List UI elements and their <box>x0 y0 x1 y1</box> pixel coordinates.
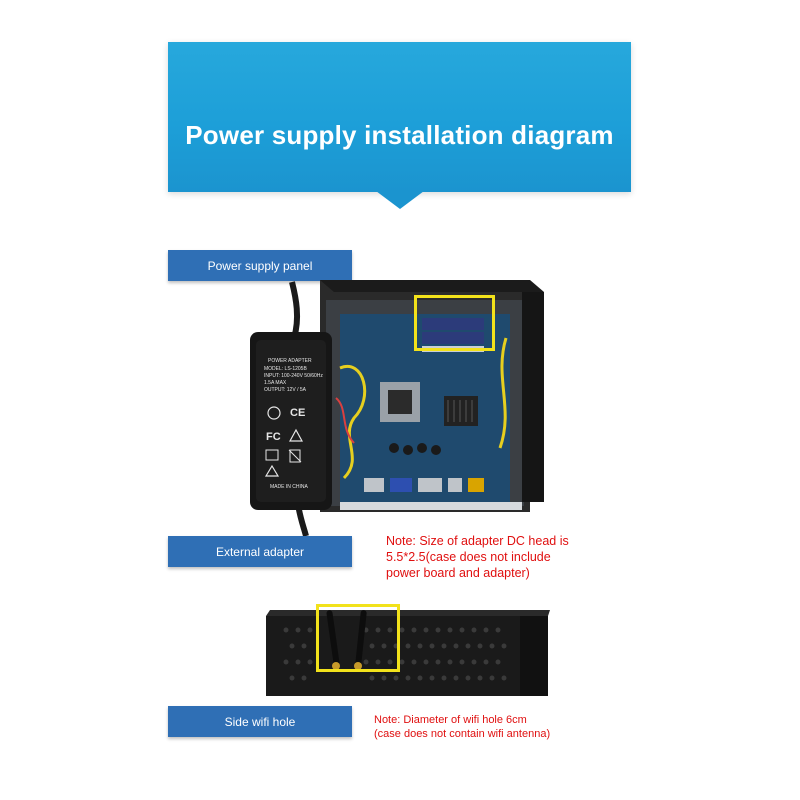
banner-pointer <box>376 191 424 209</box>
adapter-made-in: MADE IN CHINA <box>270 484 308 490</box>
recycle-icon <box>267 406 281 420</box>
adapter-label-line-5: OUTPUT: 12V / 5A <box>264 387 307 393</box>
power-panel-highlight-box <box>414 295 495 351</box>
bin-icon <box>289 449 301 463</box>
warning-icon <box>288 428 304 442</box>
banner-title: Power supply installation diagram <box>185 120 614 150</box>
side-wifi-hole-label: Side wifi hole <box>168 706 352 737</box>
pc-case-with-adapter-photo: POWER ADAPTER MODEL: LS-1205B INPUT: 100… <box>250 280 544 536</box>
title-banner: Power supply installation diagram <box>168 42 631 192</box>
case-side-wifi-photo <box>266 610 550 696</box>
fc-mark: FC <box>266 431 281 443</box>
ce-mark: CE <box>290 407 305 419</box>
side-wifi-hole-text: Side wifi hole <box>224 714 296 729</box>
adapter-label-line-1: POWER ADAPTER <box>268 358 312 364</box>
wifi-hole-highlight-box <box>316 604 400 672</box>
adapter-label-line-4: 1.5A MAX <box>264 380 287 386</box>
power-supply-panel-label: Power supply panel <box>168 250 352 281</box>
power-supply-panel-text: Power supply panel <box>207 258 313 273</box>
adapter-label-line-3: INPUT: 100-240V 50/60Hz <box>264 373 323 379</box>
house-icon <box>265 449 279 461</box>
wifi-note: Note: Diameter of wifi hole 6cm (case do… <box>374 714 551 740</box>
external-adapter-label: External adapter <box>168 536 352 567</box>
external-adapter-text: External adapter <box>215 544 305 559</box>
adapter-label-line-2: MODEL: LS-1205B <box>264 366 307 372</box>
adapter-note: Note: Size of adapter DC head is 5.5*2.5… <box>386 534 569 580</box>
caution-icon <box>264 464 280 477</box>
